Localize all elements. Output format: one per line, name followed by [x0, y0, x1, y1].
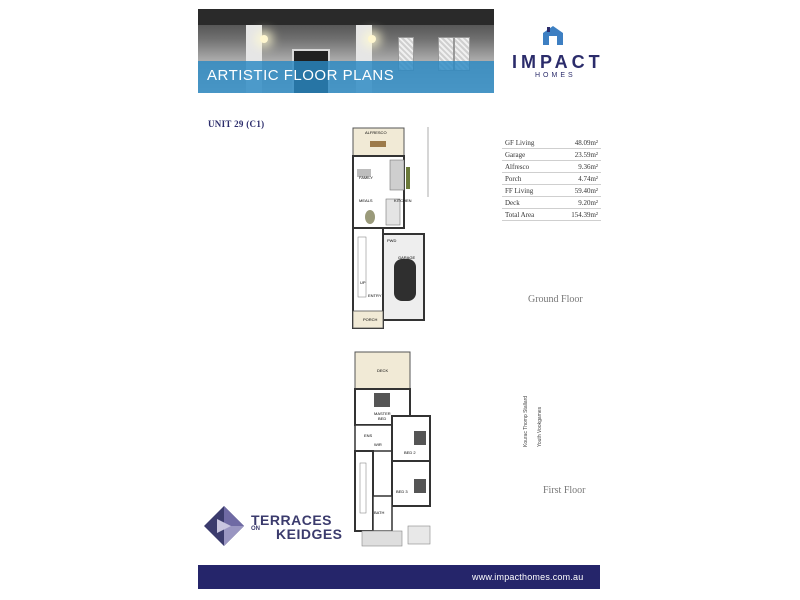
room-label-bath: BATH	[374, 510, 384, 515]
room-label-up: UP	[360, 280, 366, 285]
first-floor-label: First Floor	[543, 485, 586, 496]
room-label-master: MASTER	[374, 411, 391, 416]
room-label-kitchen: KITCHEN	[394, 198, 412, 203]
area-value: 154.39m²	[548, 208, 601, 221]
terraces-logo-icon	[204, 506, 244, 546]
area-value: 59.40m²	[548, 184, 601, 197]
ground-floor-plan: ALFRESCO FAMILY MEALS KITCHEN PWD GARAGE…	[352, 127, 429, 329]
footer-bar	[198, 565, 600, 589]
area-label: Porch	[502, 172, 548, 185]
room-label-garage: GARAGE	[398, 255, 415, 260]
room-label-bed: BED	[378, 416, 386, 421]
room-label-family: FAMILY	[359, 175, 373, 180]
side-label-left: Kourac Thomp Stallard	[523, 395, 529, 447]
area-label: Garage	[502, 148, 548, 161]
area-value: 48.09m²	[548, 137, 601, 149]
room-label-porch: PORCH	[363, 317, 378, 322]
logo-wordmark: IMPACT	[512, 52, 604, 72]
room-label-alfresco: ALFRESCO	[365, 130, 387, 135]
room-label-ens: ENS	[364, 433, 373, 438]
unit-title: UNIT 29 (C1)	[208, 119, 265, 129]
header-banner-band	[198, 61, 494, 93]
first-floor-plan: DECK MASTER BED ENS WIR BED 2 BED 3 BATH	[354, 351, 431, 547]
ground-floor-label: Ground Floor	[528, 294, 583, 305]
room-label-meals: MEALS	[359, 198, 373, 203]
area-value: 4.74m²	[548, 172, 601, 185]
area-label: Alfresco	[502, 160, 548, 173]
area-value: 9.36m²	[548, 160, 601, 173]
area-label: FF Living	[502, 184, 548, 197]
area-label: Total Area	[502, 208, 548, 221]
room-label-deck: DECK	[377, 368, 388, 373]
page-title: ARTISTIC FLOOR PLANS	[207, 67, 395, 84]
impact-logo-icon	[543, 26, 563, 45]
area-label: GF Living	[502, 137, 548, 149]
brand-on: ON	[251, 526, 260, 532]
brand-line-2: KEIDGES	[276, 526, 343, 542]
area-value: 9.20m²	[548, 196, 601, 209]
logo-subtitle: HOMES	[535, 72, 576, 79]
brand-line-1: TERRACES	[251, 512, 333, 528]
room-label-bed-2: BED 2	[404, 450, 416, 455]
room-label-pwd: PWD	[387, 238, 396, 243]
side-label-right: Youth Vookgames	[537, 406, 543, 447]
room-label-bed-3: BED 3	[396, 489, 408, 494]
room-label-wir: WIR	[374, 442, 382, 447]
room-label-entry: ENTRY	[368, 293, 382, 298]
area-label: Deck	[502, 196, 548, 209]
area-value: 23.59m²	[548, 148, 601, 161]
footer-url-link[interactable]: www.impacthomes.com.au	[472, 572, 584, 582]
